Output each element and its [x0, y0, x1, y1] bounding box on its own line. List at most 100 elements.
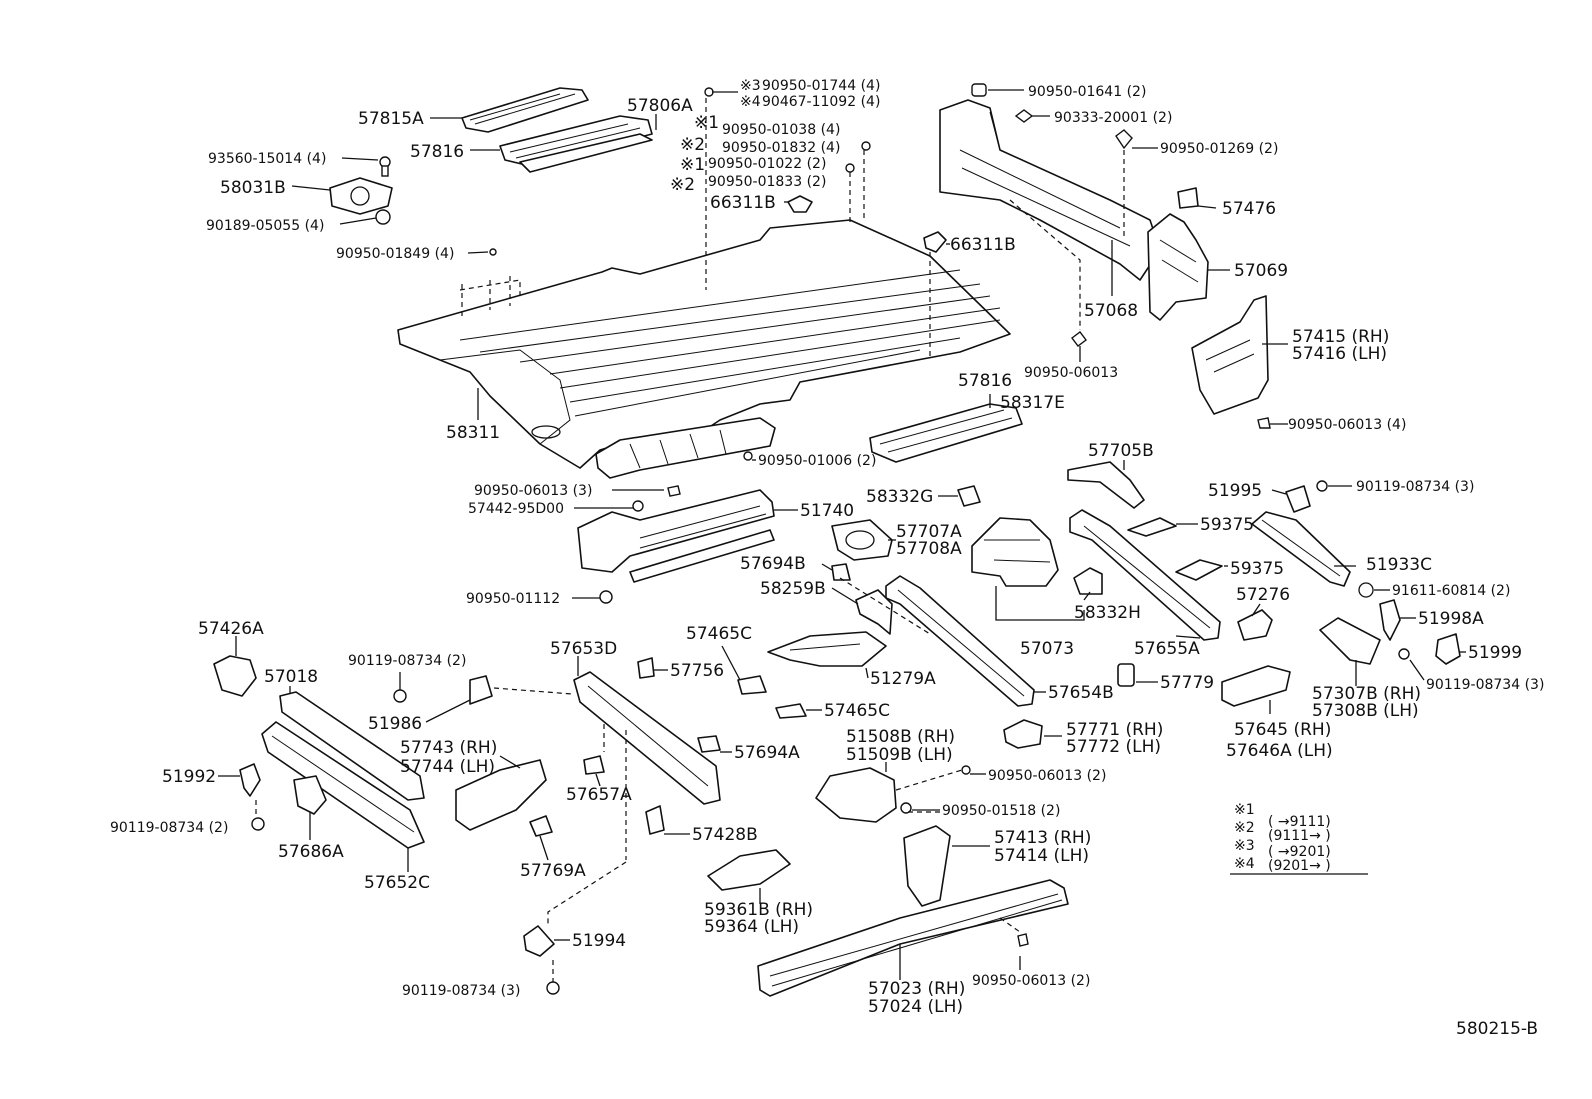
- label-90950-01833[interactable]: 90950-01833 (2): [708, 174, 826, 190]
- label-57744-lh[interactable]: 57744 (LH): [400, 757, 495, 777]
- label-51992[interactable]: 51992: [162, 767, 216, 787]
- label-57645-rh[interactable]: 57645 (RH): [1234, 720, 1331, 740]
- label-58332H[interactable]: 58332H: [1074, 603, 1141, 623]
- label-51740[interactable]: 51740: [800, 501, 854, 521]
- label-57816[interactable]: 57816: [410, 142, 464, 162]
- label-57769A[interactable]: 57769A: [520, 861, 586, 881]
- label-90950-06013[interactable]: 90950-06013 (2): [972, 973, 1090, 989]
- label-57646A-lh[interactable]: 57646A (LH): [1226, 741, 1333, 761]
- label-57465C[interactable]: 57465C: [824, 701, 890, 721]
- label-57654B[interactable]: 57654B: [1048, 683, 1114, 703]
- label-57816[interactable]: 57816: [958, 371, 1012, 391]
- label-90119-08734[interactable]: 90119-08734 (2): [110, 820, 228, 836]
- note-mark: ※4: [740, 94, 761, 110]
- label-57428B[interactable]: 57428B: [692, 825, 758, 845]
- label-57307B-rh[interactable]: 57307B (RH): [1312, 684, 1421, 704]
- label-57705B[interactable]: 57705B: [1088, 441, 1154, 461]
- label-90950-06013[interactable]: 90950-06013 (4): [1288, 417, 1406, 433]
- label-57416-lh[interactable]: 57416 (LH): [1292, 344, 1387, 364]
- label-57415-rh[interactable]: 57415 (RH): [1292, 327, 1389, 347]
- label-59375[interactable]: 59375: [1200, 515, 1254, 535]
- label-57414-lh[interactable]: 57414 (LH): [994, 846, 1089, 866]
- label-91611-60814[interactable]: 91611-60814 (2): [1392, 583, 1510, 599]
- label-90119-08734[interactable]: 90119-08734 (3): [1356, 479, 1474, 495]
- label-57652C[interactable]: 57652C: [364, 873, 430, 893]
- label-57657A[interactable]: 57657A: [566, 785, 632, 805]
- label-90950-06013[interactable]: 90950-06013: [1024, 365, 1118, 381]
- label-57024-lh[interactable]: 57024 (LH): [868, 997, 963, 1017]
- label-57815A[interactable]: 57815A: [358, 109, 424, 129]
- label-57476[interactable]: 57476: [1222, 199, 1276, 219]
- label-51998A[interactable]: 51998A: [1418, 609, 1484, 629]
- label-57068[interactable]: 57068: [1084, 301, 1138, 321]
- label-57771-rh[interactable]: 57771 (RH): [1066, 720, 1163, 740]
- label-57426A[interactable]: 57426A: [198, 619, 264, 639]
- label-57743-rh[interactable]: 57743 (RH): [400, 738, 497, 758]
- label-57806A[interactable]: 57806A: [627, 96, 693, 116]
- legend-range: (9201→ ): [1268, 858, 1331, 874]
- label-57756[interactable]: 57756: [670, 661, 724, 681]
- label-51994[interactable]: 51994: [572, 931, 626, 951]
- label-90189-05055[interactable]: 90189-05055 (4): [206, 218, 324, 234]
- label-51933C[interactable]: 51933C: [1366, 555, 1432, 575]
- label-57276[interactable]: 57276: [1236, 585, 1290, 605]
- label-58031B[interactable]: 58031B: [220, 178, 286, 198]
- label-90950-01849[interactable]: 90950-01849 (4): [336, 246, 454, 262]
- label-90950-01518[interactable]: 90950-01518 (2): [942, 803, 1060, 819]
- label-59364-lh[interactable]: 59364 (LH): [704, 917, 799, 937]
- diagram-code: 580215-B: [1456, 1019, 1538, 1039]
- label-90333-20001[interactable]: 90333-20001 (2): [1054, 110, 1172, 126]
- legend-mark: ※2: [1234, 820, 1255, 836]
- label-57465C[interactable]: 57465C: [686, 624, 752, 644]
- legend-range: (9111→ ): [1268, 828, 1331, 844]
- label-57694B[interactable]: 57694B: [740, 554, 806, 574]
- label-58317E[interactable]: 58317E: [1000, 393, 1065, 413]
- label-90950-01006[interactable]: 90950-01006 (2): [758, 453, 876, 469]
- label-90950-01038[interactable]: 90950-01038 (4): [722, 122, 840, 138]
- date-legend: ※1 ( →9111) ※2 (9111→ ) ※3 ( →9201) ※4 (…: [1234, 802, 1331, 874]
- label-57023-rh[interactable]: 57023 (RH): [868, 979, 965, 999]
- label-57655A[interactable]: 57655A: [1134, 639, 1200, 659]
- label-59361B-rh[interactable]: 59361B (RH): [704, 900, 813, 920]
- label-51986[interactable]: 51986: [368, 714, 422, 734]
- label-57779[interactable]: 57779: [1160, 673, 1214, 693]
- label-57694A[interactable]: 57694A: [734, 743, 800, 763]
- label-59375[interactable]: 59375: [1230, 559, 1284, 579]
- label-57413-rh[interactable]: 57413 (RH): [994, 828, 1091, 848]
- label-57308B-lh[interactable]: 57308B (LH): [1312, 701, 1419, 721]
- label-90950-01269[interactable]: 90950-01269 (2): [1160, 141, 1278, 157]
- label-51999[interactable]: 51999: [1468, 643, 1522, 663]
- label-93560-15014[interactable]: 93560-15014 (4): [208, 151, 326, 167]
- label-90119-08734[interactable]: 90119-08734 (3): [1426, 677, 1544, 693]
- label-58259B[interactable]: 58259B: [760, 579, 826, 599]
- label-57708A[interactable]: 57708A: [896, 539, 962, 559]
- label-90950-01832[interactable]: 90950-01832 (4): [722, 140, 840, 156]
- label-57442-95D00[interactable]: 57442-95D00: [468, 501, 564, 517]
- label-90119-08734[interactable]: 90119-08734 (2): [348, 653, 466, 669]
- label-57018[interactable]: 57018: [264, 667, 318, 687]
- label-90950-06013[interactable]: 90950-06013 (3): [474, 483, 592, 499]
- label-90950-06013[interactable]: 90950-06013 (2): [988, 768, 1106, 784]
- label-90950-01641[interactable]: 90950-01641 (2): [1028, 84, 1146, 100]
- label-90950-01744[interactable]: 90950-01744 (4): [762, 78, 880, 94]
- label-57653D[interactable]: 57653D: [550, 639, 617, 659]
- label-90950-01022[interactable]: 90950-01022 (2): [708, 156, 826, 172]
- label-57073[interactable]: 57073: [1020, 639, 1074, 659]
- label-57772-lh[interactable]: 57772 (LH): [1066, 737, 1161, 757]
- label-90950-01112[interactable]: 90950-01112: [466, 591, 560, 607]
- label-57686A[interactable]: 57686A: [278, 842, 344, 862]
- label-90467-11092[interactable]: 90467-11092 (4): [762, 94, 880, 110]
- label-51279A[interactable]: 51279A: [870, 669, 936, 689]
- label-58311[interactable]: 58311: [446, 423, 500, 443]
- noted-part-labels: ※3 90950-01744 (4) ※4 90467-11092 (4) ※1…: [670, 78, 880, 195]
- label-57069[interactable]: 57069: [1234, 261, 1288, 281]
- label-66311B[interactable]: 66311B: [710, 193, 776, 213]
- label-58332G[interactable]: 58332G: [866, 487, 933, 507]
- label-51995[interactable]: 51995: [1208, 481, 1262, 501]
- label-51509B-lh[interactable]: 51509B (LH): [846, 745, 953, 765]
- label-57707A[interactable]: 57707A: [896, 522, 962, 542]
- label-66311B[interactable]: 66311B: [950, 235, 1016, 255]
- label-90119-08734[interactable]: 90119-08734 (3): [402, 983, 520, 999]
- label-51508B-rh[interactable]: 51508B (RH): [846, 727, 955, 747]
